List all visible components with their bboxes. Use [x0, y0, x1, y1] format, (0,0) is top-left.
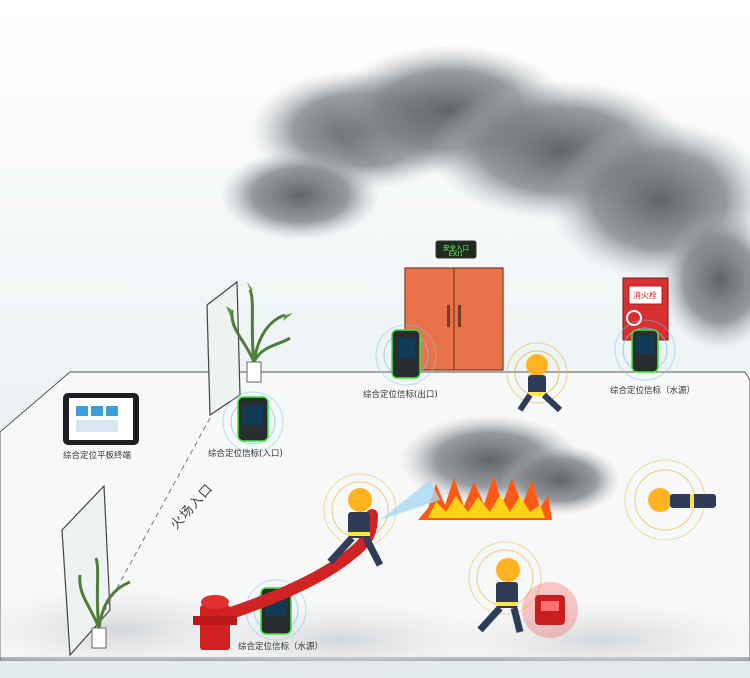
tablet-label: 综合定位平板终端: [63, 451, 132, 461]
exit-door: [404, 267, 504, 371]
fire-flames: [418, 476, 552, 520]
beacon-device-water-right: [631, 329, 659, 373]
beacon-water-bottom-label: 综合定位信标（水源）: [238, 642, 324, 652]
beacon-entrance-label: 综合定位信标(入口): [208, 449, 283, 459]
plant-upper: [226, 282, 293, 383]
exit-sign-cn: 安全入口: [443, 244, 469, 252]
tablet-terminal: [63, 393, 139, 445]
beacon-device-entrance: [237, 396, 269, 442]
smoke-cloud-top: [220, 45, 750, 350]
fire-hydrant: [193, 595, 237, 650]
beacon-water-right-label: 综合定位信标（水源）: [610, 386, 696, 396]
firefighter-hose: [327, 488, 384, 567]
exit-sign-en: EXIT: [448, 250, 464, 258]
alarm-device: [522, 582, 578, 638]
beacon-exit-label: 综合定位信标(出口): [363, 390, 438, 400]
hydrant-box-label: 消火栓: [633, 291, 657, 300]
firefighter-top: [517, 354, 563, 413]
plant-lower: [78, 557, 131, 649]
firefighter-bottom: [477, 558, 524, 633]
beacon-device-exit: [391, 329, 421, 379]
firefighter-down: [648, 488, 716, 512]
